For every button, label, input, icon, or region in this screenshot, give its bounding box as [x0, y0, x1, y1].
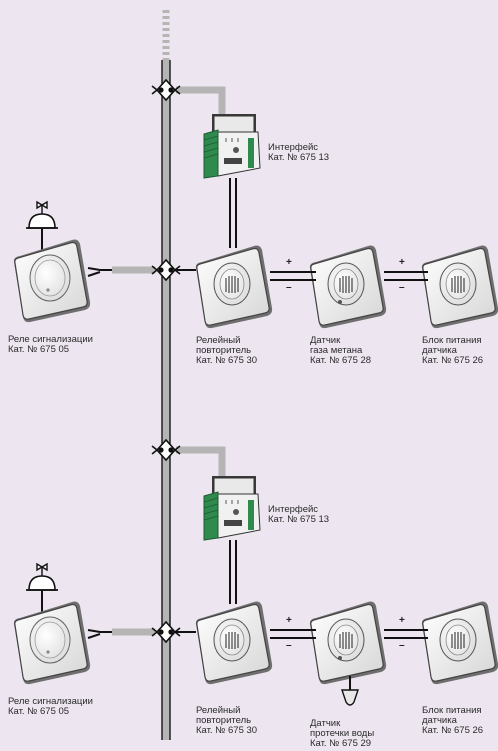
upper-device-wires	[270, 271, 428, 281]
upper-minus-1: –	[286, 282, 292, 293]
upper-minus-2: –	[399, 282, 405, 293]
lower-interface-cat: Кат. № 675 13	[268, 514, 330, 525]
upper-power-supply-name: Блок питания	[422, 335, 482, 346]
upper-relay-link	[87, 259, 196, 281]
upper-relay-repeater-cat: Кат. № 675 30	[196, 355, 258, 366]
lower-relay-repeater-cat: Кат. № 675 30	[196, 725, 258, 736]
upper-interface-cat: Кат. № 675 13	[268, 152, 330, 163]
lower-water-sensor-desc: протечки воды	[310, 728, 375, 739]
lower-minus-2: –	[399, 640, 405, 651]
lower-power-supply-desc: датчика	[422, 715, 457, 726]
upper-alarm-relay-name: Реле сигнализации	[8, 334, 93, 345]
upper-interface-wire	[229, 178, 237, 248]
lower-water-sensor-label: Датчик протечки воды Кат. № 675 29	[310, 719, 374, 749]
upper-alarm-relay-label: Реле сигнализации Кат. № 675 05	[8, 335, 93, 355]
lower-plus-1: +	[286, 615, 292, 626]
upper-relay-repeater-device	[195, 244, 273, 329]
upper-relay-repeater-label: Релейный повторитель Кат. № 675 30	[196, 336, 257, 366]
upper-power-supply-cat: Кат. № 675 26	[422, 355, 484, 366]
upper-relay-repeater-desc: повторитель	[196, 345, 252, 356]
lower-alarm-relay-label: Реле сигнализации Кат. № 675 05	[8, 697, 93, 717]
lower-power-supply-cat: Кат. № 675 26	[422, 725, 484, 736]
water-probe	[341, 676, 359, 706]
lower-power-supply-label: Блок питания датчика Кат. № 675 26	[422, 706, 483, 736]
lower-interface-wire	[229, 540, 237, 604]
upper-interface-label: Интерфейс Кат. № 675 13	[268, 143, 329, 163]
lower-relay-repeater-desc: повторитель	[196, 715, 252, 726]
upper-power-supply-label: Блок питания датчика Кат. № 675 26	[422, 336, 483, 366]
lower-alarm-relay	[13, 563, 91, 685]
upper-plus-2: +	[399, 257, 405, 268]
lower-device-wires	[270, 629, 428, 639]
lower-alarm-relay-cat: Кат. № 675 05	[8, 706, 70, 717]
lower-relay-repeater-device	[195, 600, 273, 685]
lower-water-sensor-name: Датчик	[310, 718, 341, 729]
lower-relay-link	[87, 621, 196, 643]
upper-power-supply-desc: датчика	[422, 345, 457, 356]
upper-interface-module	[203, 113, 261, 179]
lower-interface-branch	[151, 439, 226, 484]
upper-plus-1: +	[286, 257, 292, 268]
lower-water-sensor-cat: Кат. № 675 29	[310, 738, 372, 749]
lower-power-supply-device	[421, 600, 498, 685]
lower-interface-label: Интерфейс Кат. № 675 13	[268, 505, 329, 525]
lower-water-sensor-device	[309, 600, 387, 685]
lower-interface-module	[203, 475, 261, 541]
upper-gas-sensor-label: Датчик газа метана Кат. № 675 28	[310, 336, 371, 366]
upper-interface-branch	[151, 79, 226, 122]
upper-gas-sensor-device	[309, 244, 387, 329]
upper-power-supply-device	[421, 244, 498, 329]
lower-minus-1: –	[286, 640, 292, 651]
upper-relay-repeater-name: Релейный	[196, 335, 241, 346]
lower-interface-name: Интерфейс	[268, 504, 319, 515]
lower-relay-repeater-name: Релейный	[196, 705, 241, 716]
upper-gas-sensor-cat: Кат. № 675 28	[310, 355, 372, 366]
upper-interface-name: Интерфейс	[268, 142, 319, 153]
upper-gas-sensor-desc: газа метана	[310, 345, 363, 356]
upper-alarm-relay-cat: Кат. № 675 05	[8, 344, 70, 355]
lower-alarm-relay-name: Реле сигнализации	[8, 696, 93, 707]
lower-power-supply-name: Блок питания	[422, 705, 482, 716]
upper-alarm-relay	[13, 201, 91, 323]
lower-relay-repeater-label: Релейный повторитель Кат. № 675 30	[196, 706, 257, 736]
upper-gas-sensor-name: Датчик	[310, 335, 341, 346]
lower-plus-2: +	[399, 615, 405, 626]
